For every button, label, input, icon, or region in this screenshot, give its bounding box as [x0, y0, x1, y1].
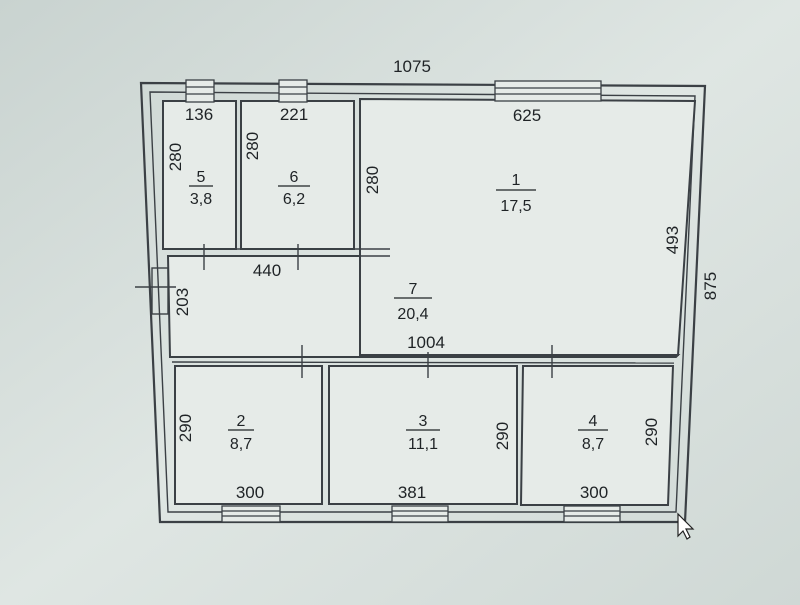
room-1-side-dim: 493: [663, 226, 682, 254]
room-5-area: 3,8: [190, 191, 212, 208]
corridor-length-label: 1004: [407, 333, 445, 352]
room-3: [328, 365, 518, 505]
room-6-width-dim: 221: [280, 105, 308, 124]
overall-depth-label: 875: [701, 272, 720, 300]
room-6-depth-dim: 280: [243, 132, 262, 160]
room-4: [519, 365, 675, 506]
mouse-cursor-icon: [677, 512, 695, 540]
overall-width-label: 1075: [393, 57, 431, 76]
room-3-depth-dim: 290: [493, 422, 512, 450]
room-5-number: 5: [197, 169, 206, 186]
door-marks: [135, 244, 553, 378]
partition-lines: [163, 248, 676, 364]
room-4-width-dim: 300: [580, 483, 608, 502]
room-1-depth-dim: 280: [363, 166, 382, 194]
room-4-depth-dim: 290: [642, 418, 661, 446]
room-1-width-dim: 625: [513, 106, 541, 125]
room-7-area: 20,4: [397, 306, 428, 323]
room-1-number: 1: [512, 172, 521, 189]
window-bottom-left: [221, 505, 281, 523]
window-bottom-right: [563, 505, 621, 523]
room-7-number: 7: [409, 281, 418, 298]
room-2: [174, 365, 323, 505]
window-top-right: [494, 80, 602, 102]
room-5-depth-dim: 280: [166, 143, 185, 171]
room-2-depth-dim: 290: [176, 414, 195, 442]
room-6-area: 6,2: [283, 191, 305, 208]
room-3-number: 3: [419, 413, 428, 430]
room-2-width-dim: 300: [236, 483, 264, 502]
window-bottom-middle: [391, 505, 449, 523]
corridor-partition-label: 440: [253, 261, 281, 280]
room-4-number: 4: [589, 413, 598, 430]
room-5-width-dim: 136: [185, 105, 213, 124]
room-7-depth-dim: 203: [173, 288, 192, 316]
room-2-number: 2: [237, 413, 246, 430]
room-4-area: 8,7: [582, 436, 604, 453]
window-top-left: [185, 79, 215, 103]
room-1-area: 17,5: [500, 198, 531, 215]
windows: [185, 79, 621, 523]
room-3-area: 11,1: [408, 436, 438, 453]
room-2-area: 8,7: [230, 436, 252, 453]
room-6-number: 6: [290, 169, 299, 186]
window-top-middle: [278, 79, 308, 103]
room-5: [162, 100, 237, 250]
room-3-width-dim: 381: [398, 483, 426, 502]
